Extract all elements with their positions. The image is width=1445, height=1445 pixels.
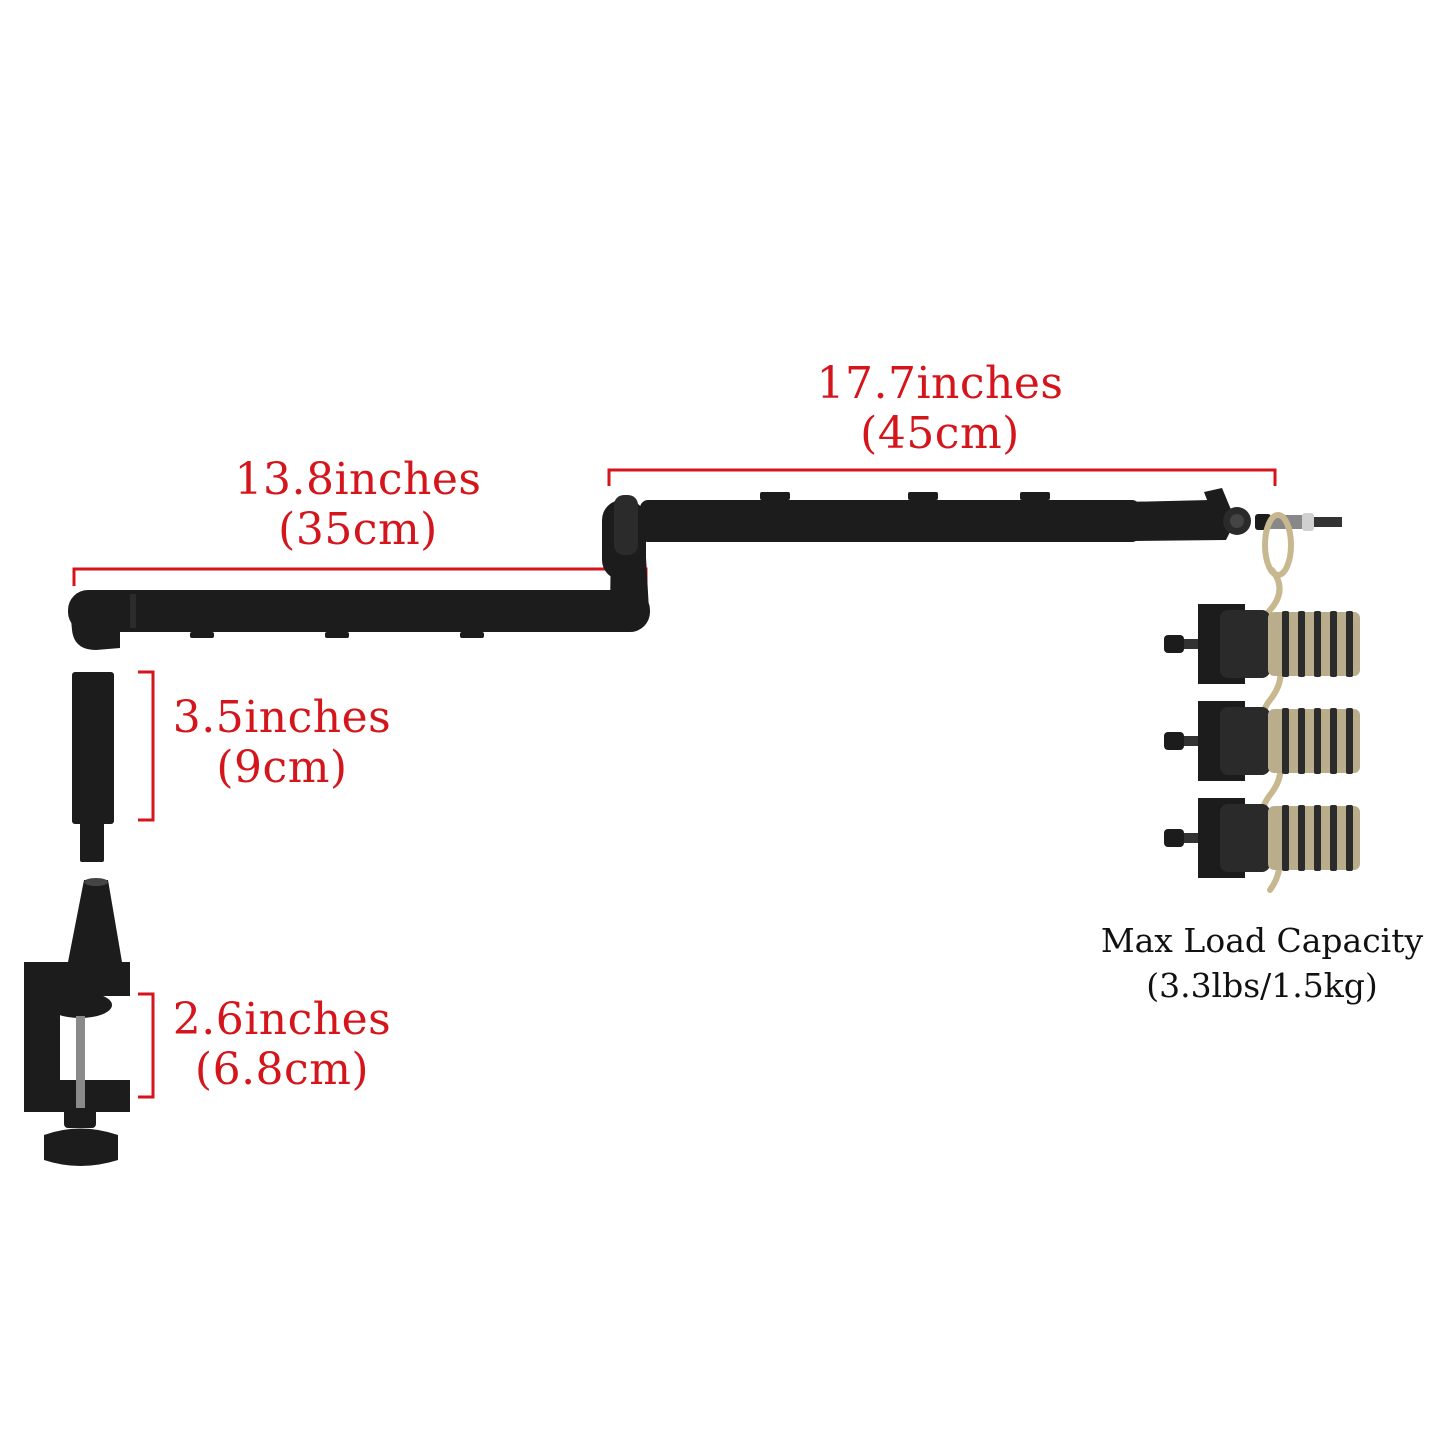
lower-arm-inches: 13.8inches bbox=[234, 454, 482, 505]
riser-post bbox=[72, 672, 114, 862]
upper-arm bbox=[640, 488, 1342, 542]
upper-arm-cm: (45cm) bbox=[860, 408, 1020, 459]
upper-arm-inches: 17.7inches bbox=[816, 358, 1064, 409]
riser-dimension-bracket bbox=[138, 670, 155, 822]
upper-arm-dimension-line bbox=[607, 468, 1277, 486]
upper-arm-label: 17.7inches (45cm) bbox=[790, 362, 1090, 456]
riser-label: 3.5inches (9cm) bbox=[172, 696, 392, 790]
clamp-dimension-bracket bbox=[138, 992, 155, 1099]
load-capacity-label: Max Load Capacity (3.3lbs/1.5kg) bbox=[1092, 924, 1432, 1002]
lower-arm-cm: (35cm) bbox=[278, 504, 438, 555]
microphone-stack bbox=[1164, 604, 1360, 878]
microphone bbox=[1164, 604, 1360, 684]
lower-arm-label: 13.8inches (35cm) bbox=[208, 458, 508, 552]
desk-clamp bbox=[24, 878, 130, 1166]
microphone bbox=[1164, 798, 1360, 878]
riser-cm: (9cm) bbox=[216, 742, 348, 793]
microphone bbox=[1164, 701, 1360, 781]
riser-inches: 3.5inches bbox=[172, 692, 392, 743]
clamp-label: 2.6inches (6.8cm) bbox=[172, 998, 392, 1092]
lower-arm bbox=[68, 590, 650, 650]
clamp-cm: (6.8cm) bbox=[194, 1044, 370, 1095]
load-capacity-title: Max Load Capacity bbox=[1100, 921, 1424, 960]
lower-arm-dimension-line bbox=[72, 567, 648, 586]
load-capacity-value: (3.3lbs/1.5kg) bbox=[1146, 966, 1378, 1005]
clamp-inches: 2.6inches bbox=[172, 994, 392, 1045]
